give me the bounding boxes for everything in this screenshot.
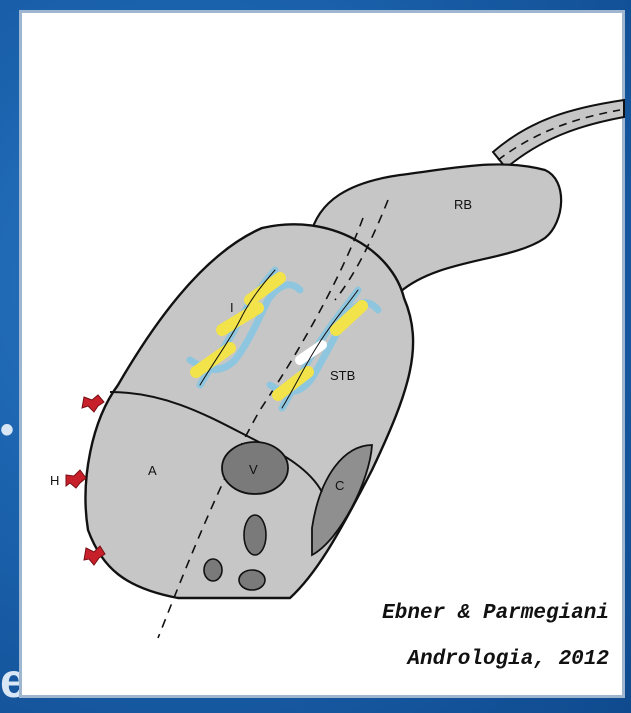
label-rb: RB — [454, 197, 472, 212]
receptor-1 — [82, 395, 104, 412]
vacuole-small-2 — [239, 570, 265, 590]
label-h: H — [50, 473, 59, 488]
vacuole-small-1 — [204, 559, 222, 581]
label-v: V — [249, 462, 258, 477]
citation-authors: Ebner & Parmegiani — [382, 602, 609, 625]
citation-journal-year: Andrologia, 2012 — [407, 648, 609, 671]
vacuole-oval — [244, 515, 266, 555]
label-stb: STB — [330, 368, 355, 383]
receptor-2 — [66, 470, 86, 488]
receptor-3 — [84, 546, 105, 565]
label-i: I — [230, 300, 234, 315]
label-c: C — [335, 478, 344, 493]
label-a: A — [148, 463, 157, 478]
tail-outer — [493, 100, 624, 168]
